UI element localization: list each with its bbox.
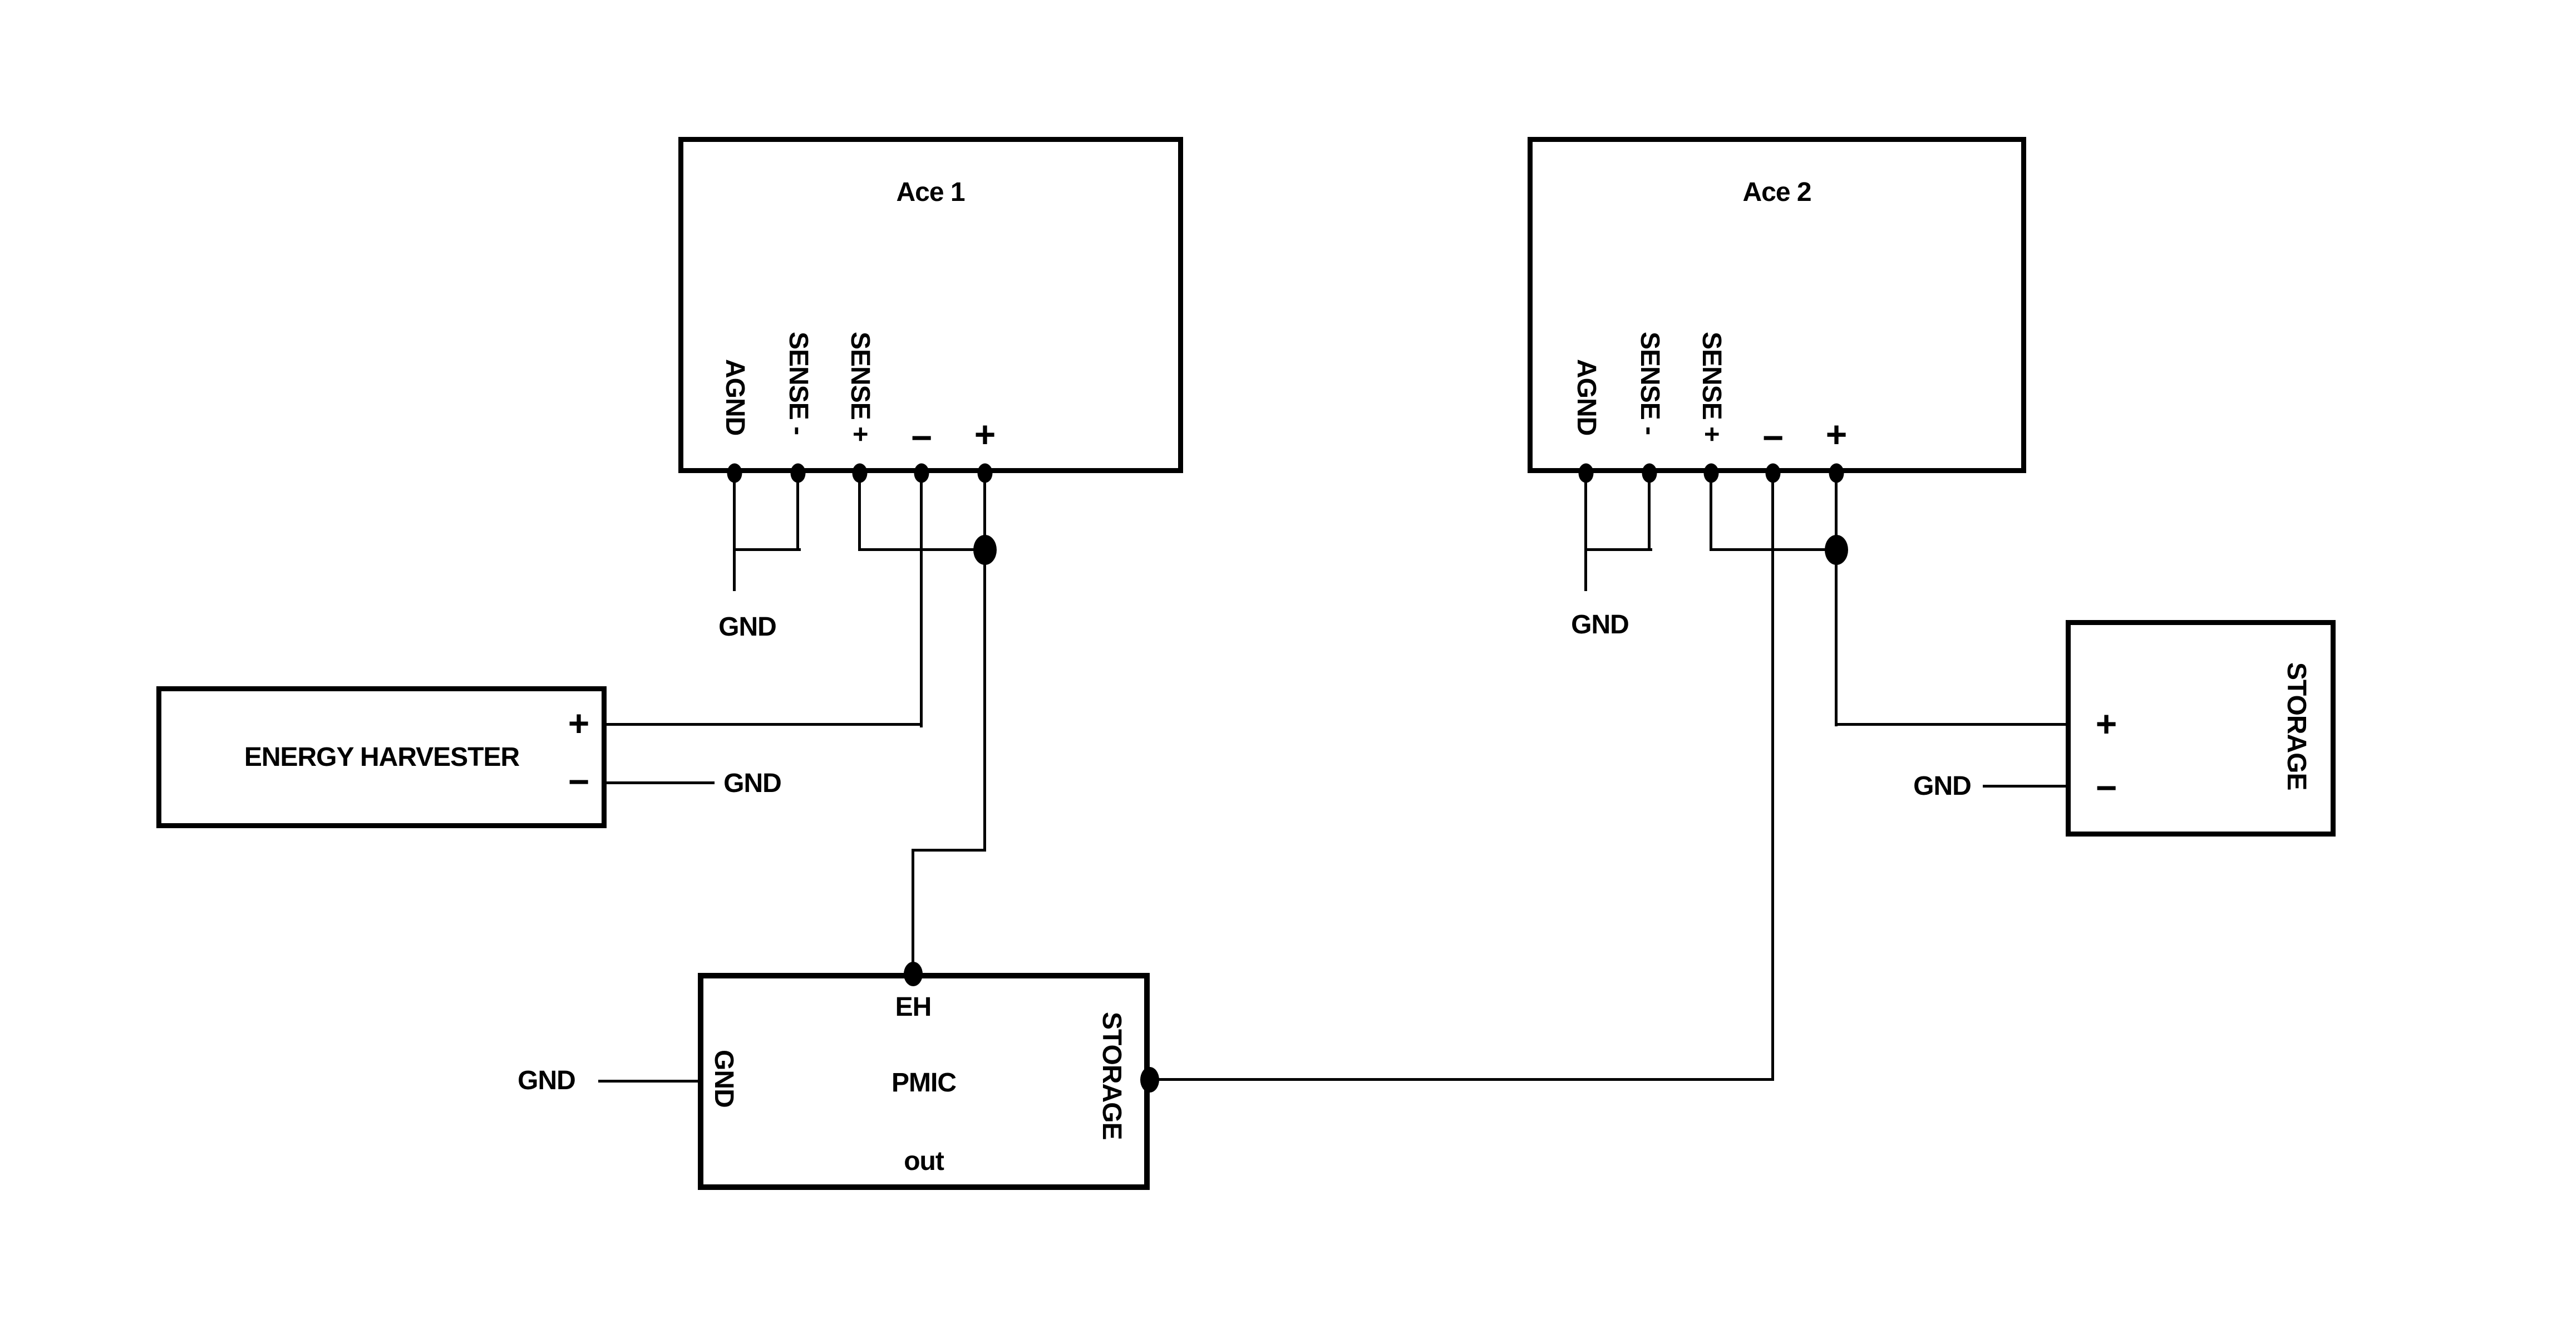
ace2-box (1528, 137, 2026, 473)
wire-ace2-agnd-sense-minus-tie (1584, 548, 1652, 551)
wire-ace2-plus-down (1835, 473, 1838, 726)
ace2-pin-minus-dot (1765, 463, 1781, 483)
ace2-pin-sense-plus-label: SENSE + (1697, 332, 1726, 442)
wire-ace2-sense-plus-down (1710, 473, 1712, 551)
wire-pmic-gnd (598, 1080, 698, 1083)
wire-storage-minus-gnd (1983, 785, 2066, 788)
storage-plus-label: + (2095, 703, 2117, 744)
ace1-pin-minus-dot (914, 463, 929, 483)
ace1-pin-sense-minus-label: SENSE - (784, 332, 813, 435)
wire-ace1-minus-down (920, 473, 923, 727)
pmic-title: PMIC (891, 1068, 957, 1098)
ace1-pin-plus-dot (977, 463, 993, 483)
ace2-pin-plus-label: + (1825, 414, 1848, 455)
ace2-pin-agnd-dot (1578, 463, 1594, 483)
ace1-pin-sense-minus-dot (790, 463, 806, 483)
wire-ace2-plus-to-storage (1835, 723, 2066, 726)
wire-ace1-sense-minus-down (796, 473, 799, 551)
pmic-out-pin-label: out (904, 1147, 944, 1176)
wire-ace2-sense-minus-down (1648, 473, 1651, 551)
pmic-storage-pin-label: STORAGE (1097, 1012, 1126, 1140)
wire-ace2-minus-down (1771, 473, 1774, 1081)
wire-ace2-agnd-down (1584, 473, 1587, 591)
ace1-pin-agnd-label: AGND (720, 359, 750, 436)
energy-harvester-gnd-label: GND (723, 769, 782, 798)
wire-ace2-sense-plus-to-plus (1710, 548, 1839, 551)
storage-gnd-label: GND (1913, 771, 1972, 801)
ace2-pin-sense-minus-dot (1642, 463, 1657, 483)
ace1-pin-minus-label: − (910, 417, 933, 458)
wire-ace1-plus-down (983, 473, 986, 852)
wire-ace1-agnd-sense-minus-tie (733, 548, 801, 551)
pmic-gnd-pin-label: GND (709, 1050, 738, 1108)
ace2-title: Ace 2 (1742, 178, 1811, 207)
wire-ace1-agnd-down (733, 473, 736, 591)
energy-harvester-plus-label: + (568, 702, 590, 744)
energy-harvester-minus-label: − (568, 761, 590, 802)
ace1-pin-agnd-dot (727, 463, 742, 483)
ace2-pin-minus-label: − (1762, 417, 1784, 458)
ace1-gnd-label: GND (718, 612, 777, 642)
ace2-pin-plus-dot (1829, 463, 1844, 483)
ace2-pin-sense-minus-label: SENSE - (1635, 332, 1664, 435)
ace1-pin-sense-plus-label: SENSE + (845, 332, 875, 442)
pmic-eh-pin-dot (904, 962, 923, 986)
wire-harvester-plus (607, 723, 923, 726)
pmic-gnd-label: GND (518, 1066, 576, 1095)
storage-title: STORAGE (2282, 662, 2311, 790)
ace2-pin-sense-plus-dot (1703, 463, 1719, 483)
pmic-storage-pin-dot (1140, 1067, 1159, 1093)
storage-box (2066, 620, 2336, 837)
wire-ace1-plus-jog (912, 849, 986, 852)
energy-harvester-box (156, 686, 607, 828)
ace1-pin-sense-plus-dot (852, 463, 868, 483)
energy-harvester-title: ENERGY HARVESTER (244, 742, 520, 772)
ace1-title: Ace 1 (896, 178, 965, 207)
ace2-plus-junction-dot (1825, 535, 1848, 565)
ace1-plus-junction-dot (973, 535, 997, 565)
wire-ace1-plus-to-pmic-eh (912, 849, 914, 975)
ace1-box (678, 137, 1183, 473)
ace2-pin-agnd-label: AGND (1572, 359, 1601, 436)
ace2-gnd-label: GND (1571, 610, 1629, 640)
pmic-eh-pin-label: EH (895, 992, 932, 1022)
wire-pmic-storage-run (1150, 1078, 1774, 1081)
storage-minus-label: − (2095, 767, 2117, 808)
wire-ace1-sense-plus-down (858, 473, 861, 551)
wire-harvester-minus-gnd (607, 781, 715, 784)
ace1-pin-plus-label: + (974, 414, 996, 455)
